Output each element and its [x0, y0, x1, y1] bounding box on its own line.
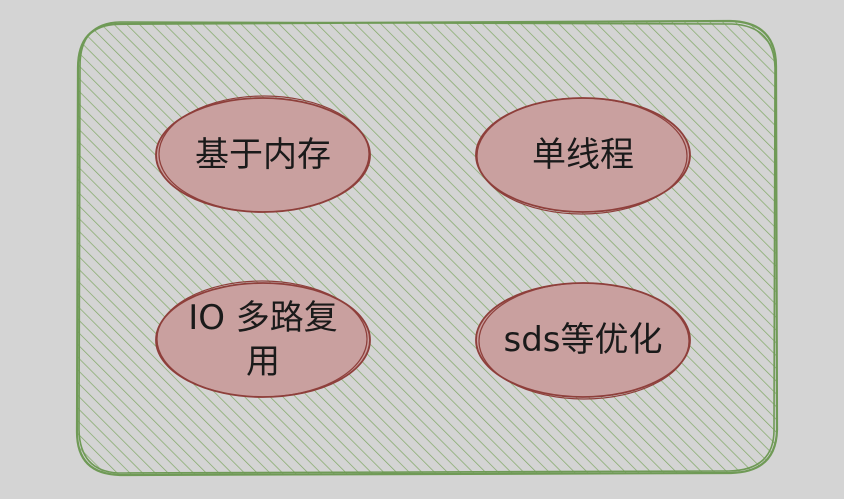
node-ellipse-4 — [475, 282, 691, 400]
node-ellipse-3 — [155, 280, 371, 398]
container-box — [75, 19, 779, 477]
node-ellipse-2 — [475, 97, 691, 215]
node-ellipse-1 — [155, 95, 371, 213]
